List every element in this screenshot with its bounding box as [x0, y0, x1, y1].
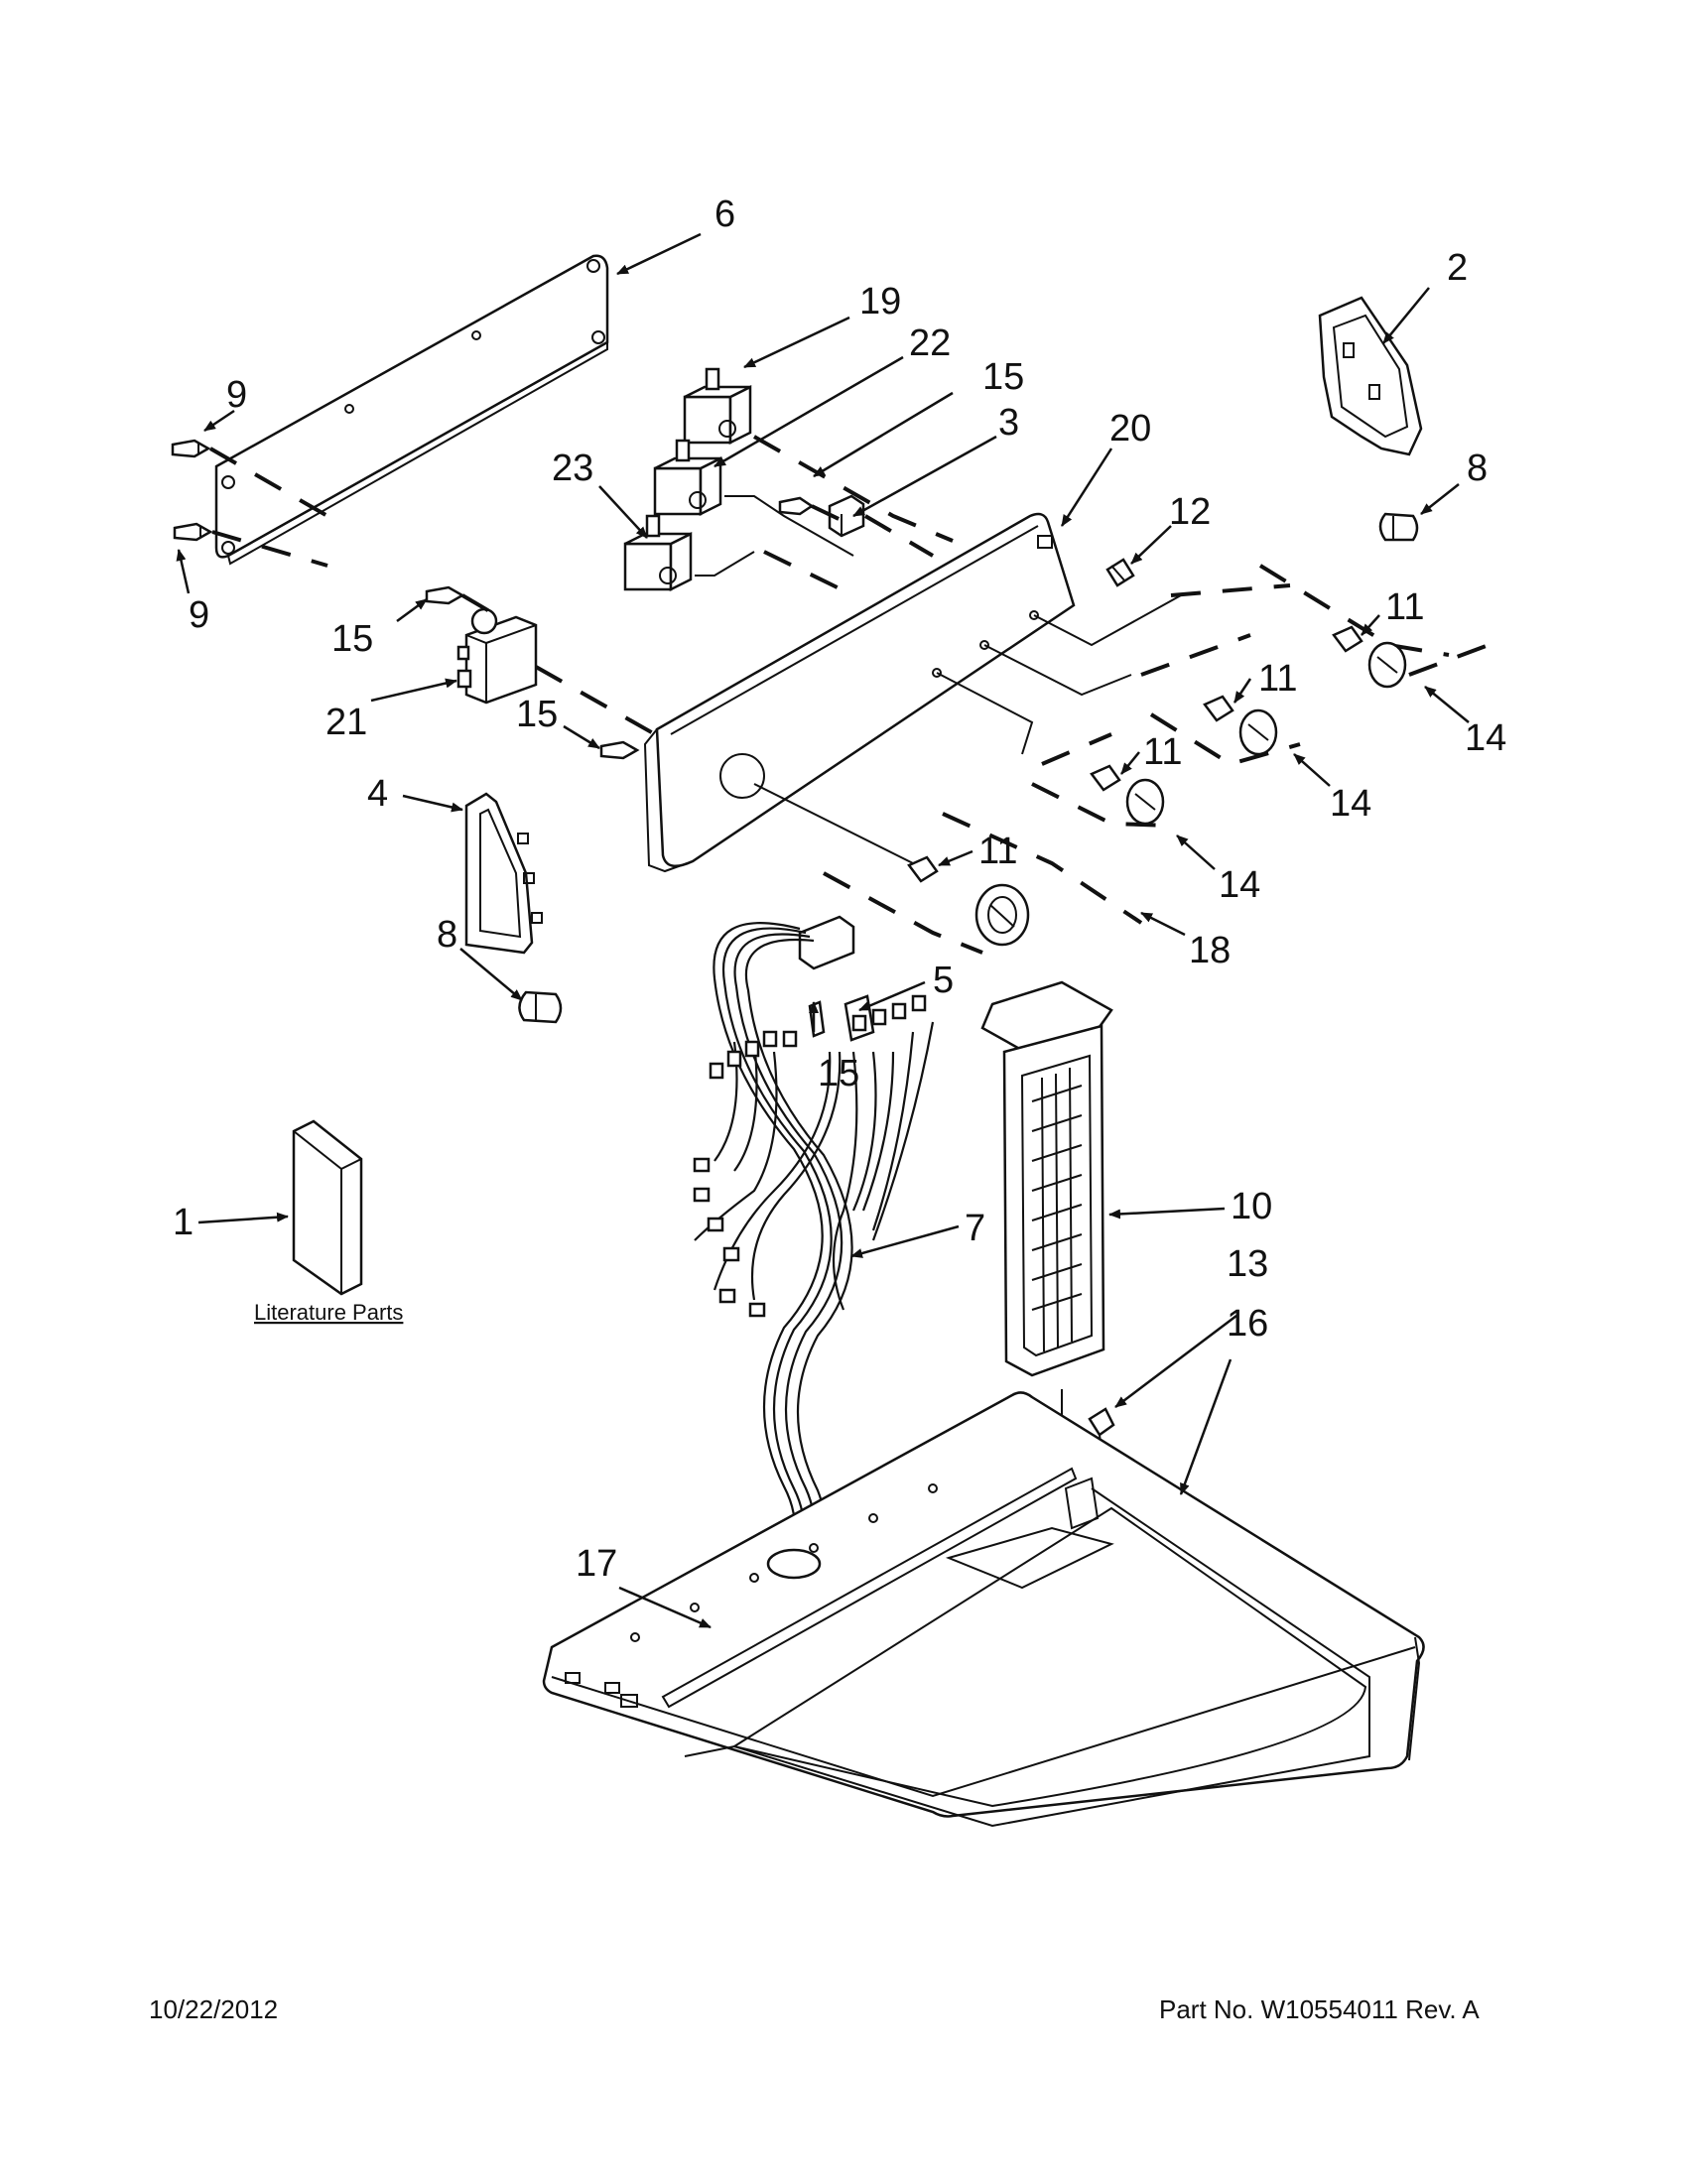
callout-1: 1 [173, 1202, 194, 1243]
callout-6: 6 [714, 193, 735, 235]
clip-part-8-right [1378, 512, 1419, 542]
callout-15-top: 15 [982, 356, 1024, 398]
shaft-part-11-a [1332, 625, 1363, 653]
screw-part-9-upper [171, 439, 211, 458]
indicator-part-12 [1105, 558, 1135, 587]
callout-11-b: 11 [1258, 658, 1297, 700]
knob-part-18 [974, 883, 1030, 947]
literature-parts-label: Literature Parts [254, 1300, 403, 1325]
footer-part-number: Part No. W10554011 Rev. A [1159, 1994, 1480, 2024]
rear-panel-part-6 [214, 254, 609, 566]
callout-22: 22 [909, 322, 951, 364]
shaft-part-11-c [1090, 764, 1121, 792]
screw-part-9-lower [173, 522, 213, 542]
callout-23: 23 [552, 448, 593, 489]
timer-part-21 [456, 607, 538, 705]
callout-15-upper-left: 15 [331, 618, 373, 660]
top-panel-part-17 [542, 1391, 1425, 1828]
callout-13: 13 [1227, 1243, 1268, 1285]
callout-10: 10 [1231, 1186, 1272, 1227]
switch-part-19 [683, 367, 752, 446]
switch-part-23 [623, 514, 693, 592]
callout-19: 19 [859, 281, 901, 322]
console-part-20 [643, 512, 1076, 873]
callout-15-lower-left: 15 [516, 694, 558, 735]
callout-2: 2 [1447, 247, 1468, 289]
callout-11-c: 11 [1143, 731, 1182, 773]
screw-part-15-harness [808, 1000, 826, 1038]
end-bracket-part-2 [1318, 296, 1423, 456]
callout-18: 18 [1189, 930, 1231, 971]
knob-part-14-c [1125, 778, 1165, 826]
callout-14-c: 14 [1219, 864, 1260, 906]
callout-9-upper: 9 [226, 374, 247, 416]
callout-11-d: 11 [978, 831, 1017, 872]
switch-part-22 [653, 439, 722, 517]
callout-3: 3 [998, 402, 1019, 444]
callout-16: 16 [1227, 1303, 1268, 1345]
callout-labels: 6 9 9 2 8 19 22 15 3 20 23 12 11 11 11 1… [173, 193, 1506, 1585]
literature-part-1 [292, 1119, 363, 1296]
callout-17: 17 [576, 1543, 617, 1585]
knob-part-14-a [1367, 641, 1407, 689]
callout-9-lower: 9 [189, 594, 209, 636]
screw-part-15-lower-left [599, 740, 640, 760]
callout-8-right: 8 [1467, 448, 1488, 489]
knob-part-14-b [1238, 708, 1278, 756]
callout-12: 12 [1169, 491, 1211, 533]
shaft-part-11-b [1203, 695, 1234, 722]
lint-screen-part-10 [980, 980, 1113, 1377]
screw-part-15-upper-left [425, 585, 465, 605]
clip-part-8-left [518, 990, 563, 1024]
callout-21: 21 [325, 702, 367, 743]
callout-11-a: 11 [1385, 586, 1424, 628]
connector-block-part-3 [828, 494, 865, 538]
callout-20: 20 [1109, 408, 1151, 450]
shaft-part-11-d [907, 855, 939, 883]
callout-14-b: 14 [1330, 783, 1371, 825]
screw-part-15-top [778, 496, 815, 516]
callout-8-left: 8 [437, 914, 457, 956]
callout-15-harness: 15 [818, 1053, 859, 1094]
callout-7: 7 [965, 1208, 985, 1249]
callout-5: 5 [933, 960, 954, 1001]
callout-14-a: 14 [1465, 717, 1506, 759]
end-bracket-part-4 [464, 792, 543, 955]
callout-4: 4 [367, 773, 388, 815]
leader-lines [176, 232, 1470, 1629]
footer-date: 10/22/2012 [149, 1994, 279, 2024]
wire-harness-part-7 [693, 922, 935, 1571]
